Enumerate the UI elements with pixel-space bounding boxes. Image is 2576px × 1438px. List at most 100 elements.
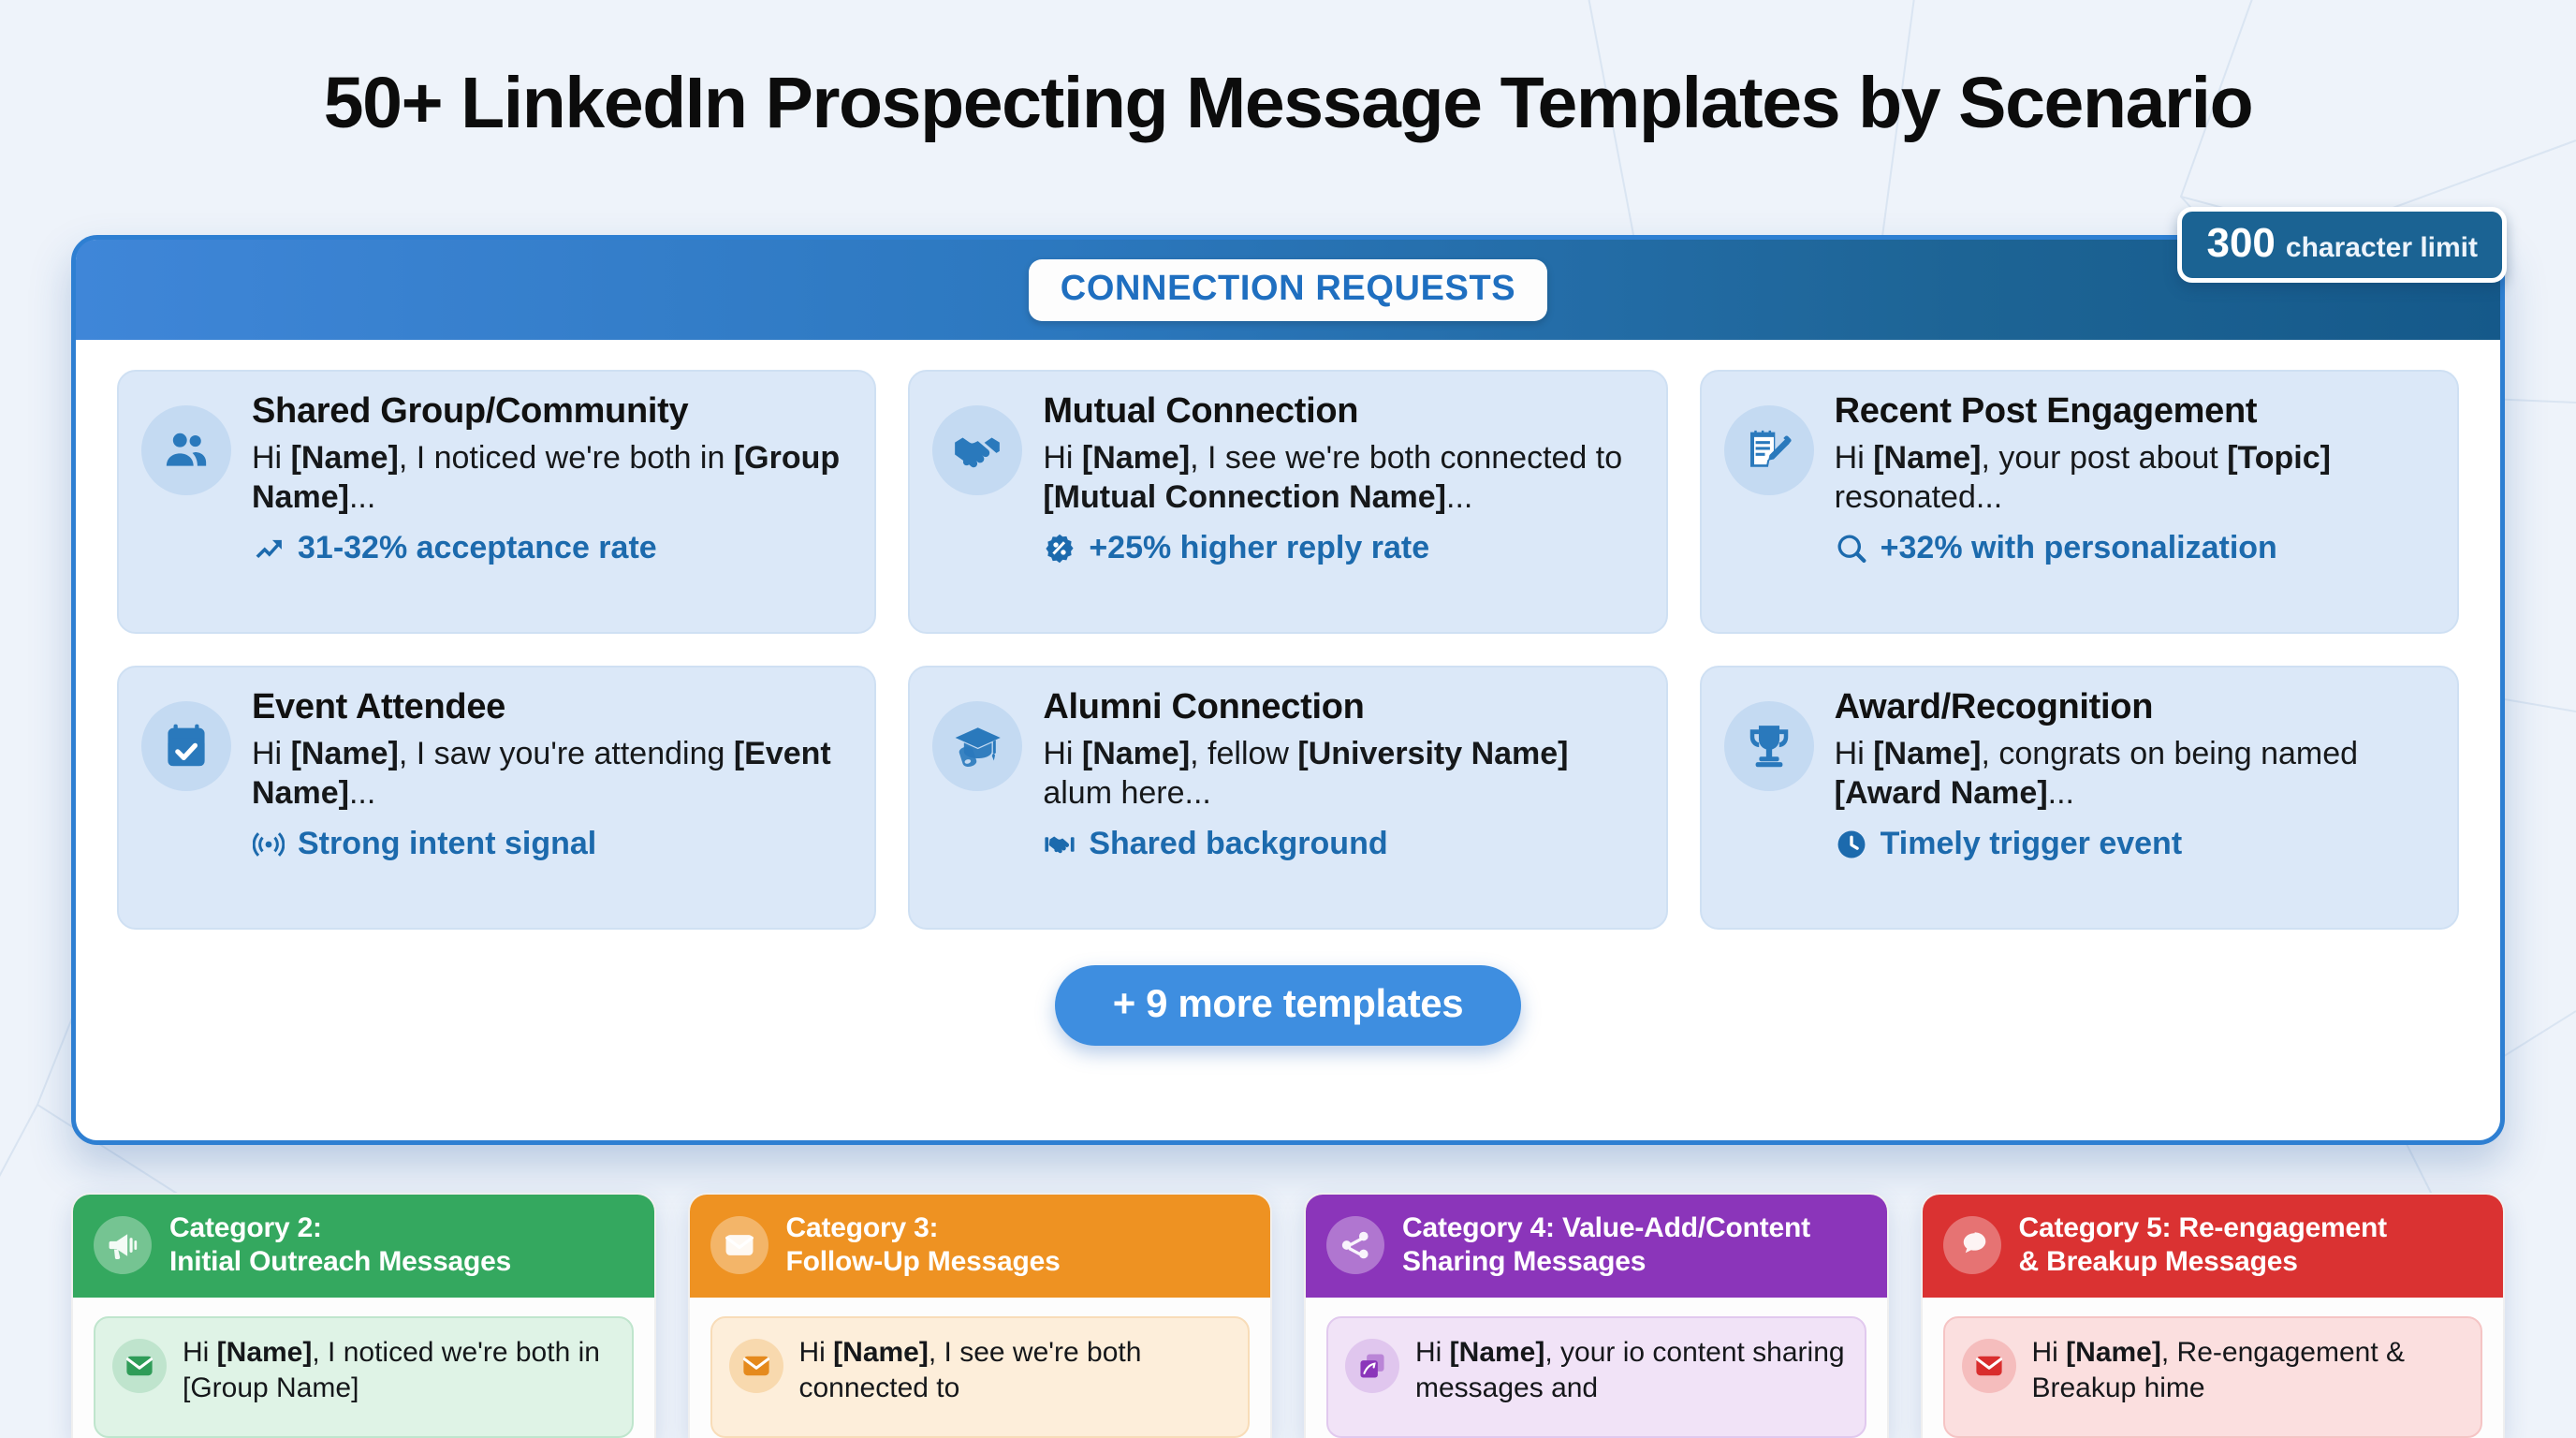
snippet-prefix: Hi (252, 439, 291, 476)
calendar-check-icon (141, 701, 231, 791)
snippet-prefix: Hi (1834, 439, 1874, 476)
category-message[interactable]: Hi [Name], your io content sharing messa… (1326, 1316, 1866, 1438)
snippet-middle: , I noticed we're both in (398, 439, 734, 476)
character-limit-number: 300 (2206, 220, 2276, 266)
category-message[interactable]: Hi [Name], Re-engagement & Breakup hime (1942, 1316, 2482, 1438)
category-message-placeholder: [Name] (216, 1337, 313, 1368)
category-message-text: Hi [Name], I see we're both connected to (799, 1335, 1232, 1406)
snippet-suffix: ... (1446, 478, 1473, 515)
category-message-placeholder: [Name] (833, 1337, 929, 1368)
people-group-icon (141, 405, 231, 495)
category-line-1: Category 5: Re-engagement (2018, 1212, 2388, 1243)
handshake-icon (932, 405, 1023, 495)
category-header: Category 3:Follow-Up Messages (689, 1195, 1270, 1298)
envelope-icon (728, 1339, 783, 1393)
snippet-placeholder-name: [Name] (1873, 735, 1982, 771)
category-line-1: Category 2: (169, 1212, 322, 1243)
template-stat: +32% with personalization (1835, 530, 2433, 566)
snippet-middle: , congrats on being named (1981, 735, 2359, 771)
envelope-icon (112, 1339, 167, 1393)
category-card[interactable]: Category 5: Re-engagement& Breakup Messa… (1920, 1193, 2505, 1438)
category-header: Category 2:Initial Outreach Messages (73, 1195, 654, 1298)
snippet-suffix: ... (348, 774, 376, 811)
panel-header: CONNECTION REQUESTS 300 character limit (76, 207, 2507, 340)
snippet-placeholder-secondary: [Award Name] (1834, 774, 2048, 811)
template-stat: +25% higher reply rate (1043, 530, 1641, 566)
template-snippet: Hi [Name], your post about [Topic] reson… (1835, 438, 2433, 517)
category-message-prefix: Hi (1415, 1337, 1450, 1368)
trophy-icon (1723, 701, 1814, 791)
magnifier-icon (1835, 532, 1868, 565)
page-title: 50+ LinkedIn Prospecting Message Templat… (323, 63, 2254, 143)
template-stat-label: Strong intent signal (298, 826, 597, 862)
snippet-middle: , I saw you're attending (398, 735, 734, 771)
template-stat-label: +32% with personalization (1880, 530, 2277, 566)
template-snippet: Hi [Name], congrats on being named [Awar… (1835, 734, 2433, 813)
snippet-prefix: Hi (1834, 735, 1874, 771)
category-body: Hi [Name], I see we're both connected to (690, 1298, 1271, 1438)
category-header-label: Category 3:Follow-Up Messages (786, 1211, 1061, 1279)
chat-bubbles-icon (1942, 1216, 2001, 1274)
template-title: Mutual Connection (1043, 391, 1359, 431)
category-line-2: Initial Outreach Messages (169, 1246, 512, 1277)
category-card[interactable]: Category 2:Initial Outreach Messages Hi [… (71, 1193, 656, 1438)
snippet-placeholder-name: [Name] (290, 735, 399, 771)
category-body: Hi [Name], your io content sharing messa… (1306, 1298, 1887, 1438)
more-templates-button[interactable]: + 9 more templates (1054, 965, 1522, 1046)
category-line-2: Sharing Messages (1402, 1246, 1647, 1277)
category-message-placeholder: [Name] (1449, 1337, 1545, 1368)
snippet-placeholder-secondary: [University Name] (1297, 735, 1569, 771)
percent-badge-icon (1043, 532, 1076, 565)
template-title: Event Attendee (252, 687, 506, 726)
template-stat: 31-32% acceptance rate (252, 530, 850, 566)
template-title: Award/Recognition (1834, 687, 2154, 726)
graduation-cap-icon (932, 701, 1023, 791)
envelope-icon (1961, 1339, 2016, 1393)
snippet-suffix: resonated... (1834, 478, 2003, 515)
handshake-small-icon (1043, 828, 1076, 861)
content-share-icon (1345, 1339, 1399, 1393)
category-line-2: & Breakup Messages (2018, 1246, 2298, 1277)
template-stat-label: 31-32% acceptance rate (298, 530, 657, 566)
panel-header-label: CONNECTION REQUESTS (1060, 268, 1516, 308)
snippet-middle: , your post about (1981, 439, 2228, 476)
category-header-label: Category 5: Re-engagement& Breakup Messa… (2018, 1211, 2388, 1279)
snippet-placeholder-name: [Name] (1873, 439, 1982, 476)
category-message[interactable]: Hi [Name], I noticed we're both in [Grou… (94, 1316, 634, 1438)
category-line-2: Follow-Up Messages (785, 1246, 1061, 1277)
category-message-prefix: Hi (798, 1337, 834, 1368)
snippet-suffix: ... (348, 478, 376, 515)
snippet-placeholder-name: [Name] (290, 439, 399, 476)
category-header-label: Category 2:Initial Outreach Messages (169, 1211, 511, 1279)
template-title: Shared Group/Community (252, 391, 689, 431)
category-message-text: Hi [Name], your io content sharing messa… (1415, 1335, 1848, 1406)
template-stat: Strong intent signal (252, 826, 850, 862)
template-stat-label: Timely trigger event (1880, 826, 2183, 862)
template-stat-label: Shared background (1089, 826, 1388, 862)
category-card[interactable]: Category 3:Follow-Up Messages Hi [Name], … (687, 1193, 1272, 1438)
category-line-1: Category 3: (785, 1212, 939, 1243)
trend-up-icon (252, 532, 285, 565)
notepad-pencil-icon (1723, 405, 1814, 495)
category-message-prefix: Hi (2031, 1337, 2067, 1368)
envelope-icon (710, 1216, 768, 1274)
category-message[interactable]: Hi [Name], I see we're both connected to (710, 1316, 1250, 1438)
category-body: Hi [Name], Re-engagement & Breakup hime (1923, 1298, 2504, 1438)
category-message-text: Hi [Name], I noticed we're both in [Grou… (183, 1335, 615, 1406)
category-message-text: Hi [Name], Re-engagement & Breakup hime (2032, 1335, 2465, 1406)
snippet-prefix: Hi (1043, 735, 1082, 771)
